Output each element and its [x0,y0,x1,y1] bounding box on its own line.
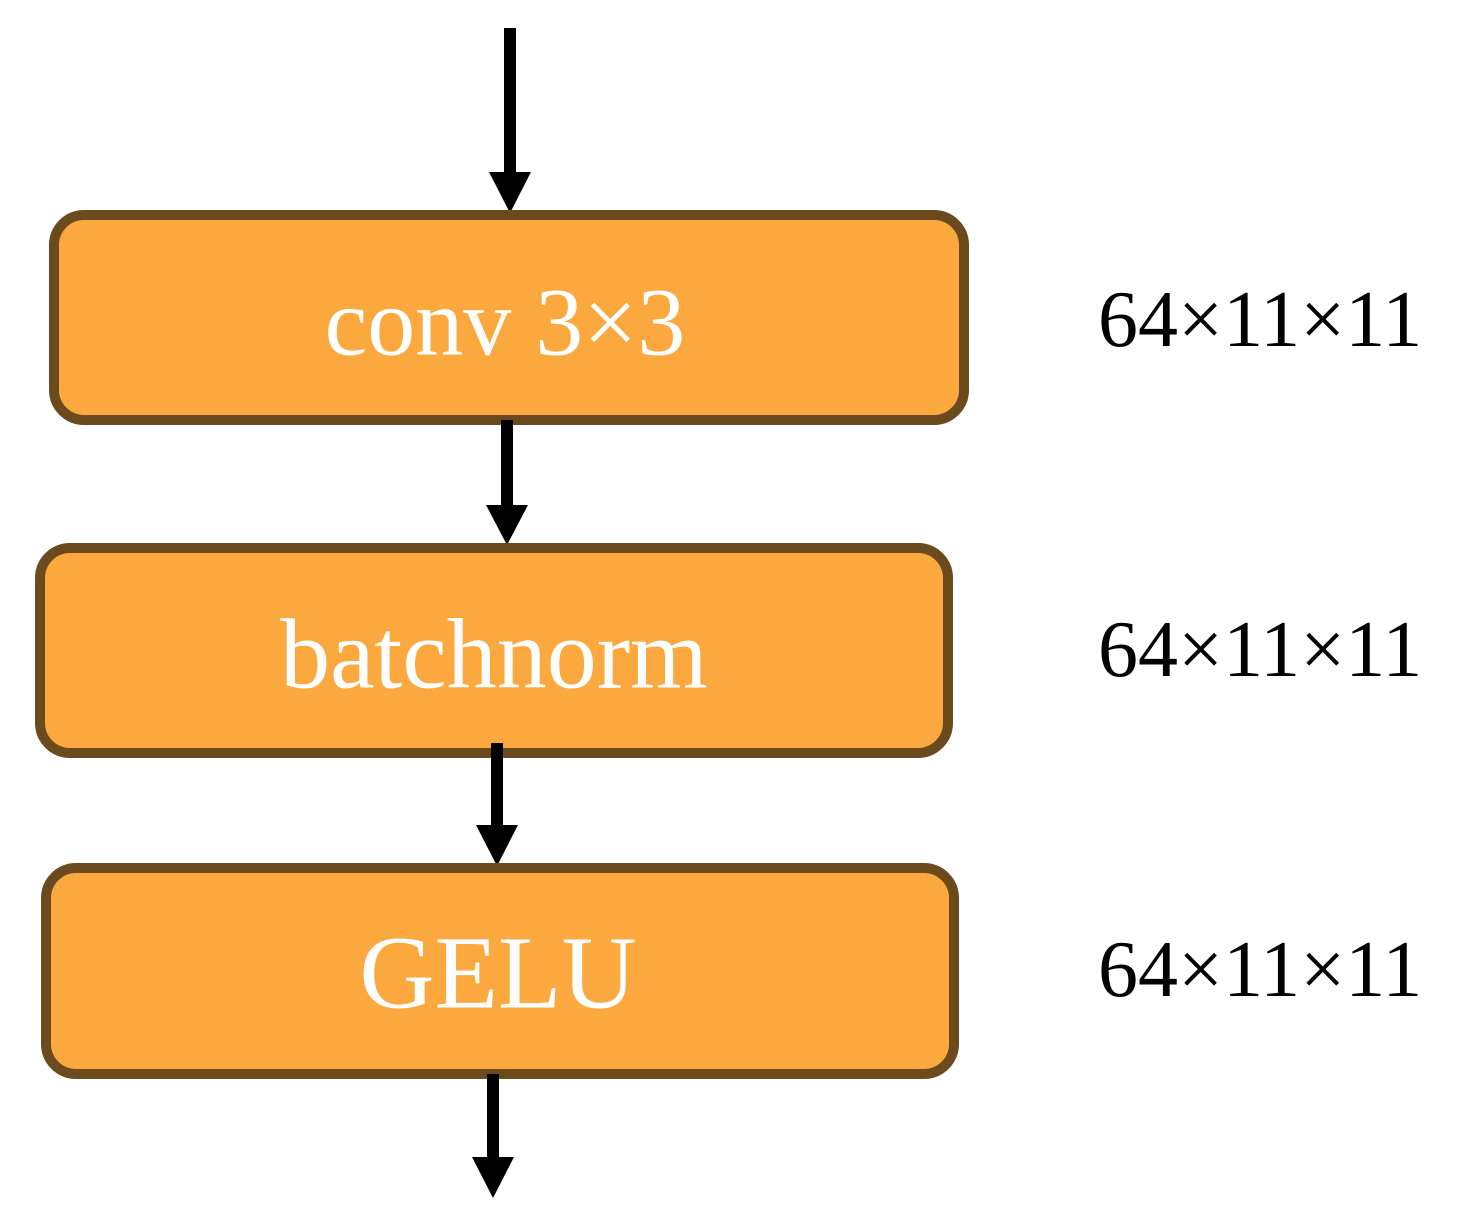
conv-block-label: conv 3×3 [325,269,686,376]
gelu-output-shape: 64×11×11 [1098,926,1422,1014]
batchnorm-output-shape: 64×11×11 [1098,606,1422,694]
conv-block: conv 3×3 [49,210,969,425]
arrow-conv-to-batchnorm [486,420,528,545]
gelu-block-label: GELU [359,916,636,1031]
batchnorm-block-label: batchnorm [280,599,708,710]
input-arrow [489,28,531,213]
arrow-batchnorm-to-gelu [476,743,518,866]
conv-output-shape: 64×11×11 [1098,276,1422,364]
gelu-block-box [41,863,959,1079]
batchnorm-block: batchnorm [35,543,953,758]
output-arrow [472,1074,514,1198]
gelu-block: GELU [41,863,959,1079]
